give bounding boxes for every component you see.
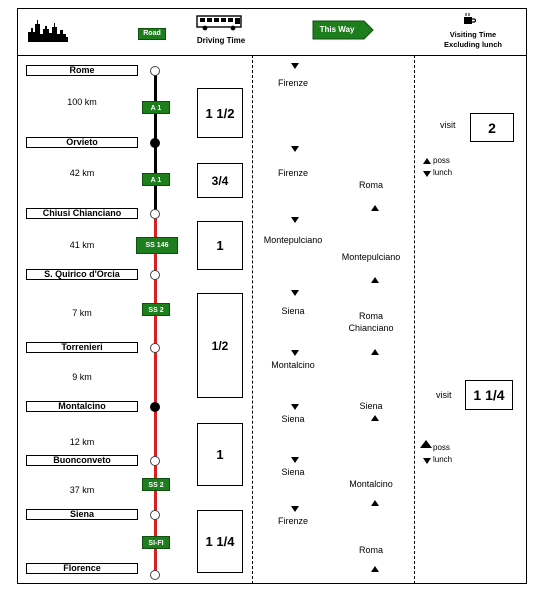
northbound-destination: Montalcino <box>349 479 393 489</box>
northbound-destination: Roma <box>358 180 383 190</box>
northbound-destination: Chianciano <box>348 323 394 333</box>
northbound-destination: Roma <box>358 311 383 321</box>
down-arrow-icon <box>291 290 299 296</box>
driving-time-header: Driving Time <box>196 36 246 45</box>
road-tag: SS 2 <box>142 478 170 491</box>
driving-time-box: 1 1/2 <box>197 88 243 138</box>
town-node-siena <box>150 510 160 520</box>
town-label: Rome <box>26 65 138 76</box>
town-node-florence <box>150 570 160 580</box>
road-tag: SS 146 <box>136 237 178 254</box>
column-divider-right <box>414 55 415 584</box>
distance-label: 37 km <box>69 485 95 495</box>
town-node-orvieto <box>150 138 160 148</box>
town-label: Torrenieri <box>26 342 138 353</box>
town-label: Buonconveto <box>26 455 138 466</box>
distance-label: 9 km <box>72 372 92 382</box>
down-arrow-icon <box>423 171 431 177</box>
northbound-destination: Montepulciano <box>341 252 401 262</box>
distance-label: 100 km <box>67 97 97 107</box>
down-arrow-icon <box>291 404 299 410</box>
road-tag: SS 2 <box>142 303 170 316</box>
visiting-time-header: Visiting Time <box>449 30 497 39</box>
town-label: Florence <box>26 563 138 574</box>
bus-icon <box>196 15 242 31</box>
southbound-destination: Firenze <box>277 168 308 178</box>
southbound-destination: Siena <box>281 306 305 316</box>
road-tag: A 1 <box>142 173 170 186</box>
southbound-destination: Montepulciano <box>263 235 323 245</box>
this-way-label: This Way <box>319 25 355 34</box>
southbound-destination: Firenze <box>277 78 308 88</box>
town-node-rome <box>150 66 160 76</box>
down-arrow-icon <box>423 458 431 464</box>
southbound-destination: Firenze <box>277 516 308 526</box>
distance-label: 7 km <box>72 308 92 318</box>
up-arrow-icon <box>420 440 432 448</box>
lunch-note-lunch: lunch <box>433 168 453 177</box>
city-skyline-icon <box>28 20 68 42</box>
town-node-chiusi <box>150 209 160 219</box>
town-label: Orvieto <box>26 137 138 148</box>
town-node-buonconvento <box>150 456 160 466</box>
driving-time-box: 1 <box>197 423 243 486</box>
down-arrow-icon <box>291 457 299 463</box>
lunch-note-poss: poss <box>433 156 450 165</box>
lunch-note-poss: poss <box>433 443 450 452</box>
town-label: Chiusi Chianciano <box>26 208 138 219</box>
down-arrow-icon <box>291 350 299 356</box>
visit-time-box: 2 <box>470 113 514 142</box>
up-arrow-icon <box>371 566 379 572</box>
road-tag: A 1 <box>142 101 170 114</box>
column-divider-left <box>252 55 253 584</box>
visit-label: visit <box>436 390 452 400</box>
road-header-tag: Road <box>138 28 166 40</box>
visit-label: visit <box>440 120 456 130</box>
down-arrow-icon <box>291 146 299 152</box>
up-arrow-icon <box>423 158 431 164</box>
northbound-destination: Roma <box>358 545 383 555</box>
distance-label: 41 km <box>69 240 95 250</box>
town-node-san-quirico <box>150 270 160 280</box>
visit-time-box: 1 1/4 <box>465 380 513 410</box>
driving-time-box: 1 <box>197 221 243 270</box>
up-arrow-icon <box>371 277 379 283</box>
down-arrow-icon <box>291 506 299 512</box>
up-arrow-icon <box>371 349 379 355</box>
distance-label: 12 km <box>69 437 95 447</box>
excluding-lunch-header: Excluding lunch <box>444 40 502 49</box>
northbound-destination: Siena <box>359 401 383 411</box>
southbound-destination: Siena <box>281 467 305 477</box>
lunch-note-lunch: lunch <box>433 455 453 464</box>
driving-time-box: 1/2 <box>197 293 243 398</box>
road-tag: SI-FI <box>142 536 170 549</box>
up-arrow-icon <box>371 500 379 506</box>
header-divider <box>17 55 527 56</box>
southbound-destination: Siena <box>281 414 305 424</box>
southbound-destination: Montalcino <box>271 360 315 370</box>
town-label: Montalcino <box>26 401 138 412</box>
driving-time-box: 3/4 <box>197 163 243 198</box>
down-arrow-icon <box>291 217 299 223</box>
up-arrow-icon <box>371 415 379 421</box>
town-node-montalcino <box>150 402 160 412</box>
down-arrow-icon <box>291 63 299 69</box>
this-way-arrow <box>312 20 374 40</box>
town-label: S. Quirico d'Orcia <box>26 269 138 280</box>
town-node-torrenieri <box>150 343 160 353</box>
up-arrow-icon <box>371 205 379 211</box>
driving-time-box: 1 1/4 <box>197 510 243 573</box>
diagram-frame <box>17 8 527 584</box>
town-label: Siena <box>26 509 138 520</box>
distance-label: 42 km <box>69 168 95 178</box>
road-segment-chiusi-florence <box>154 214 157 575</box>
coffee-cup-icon <box>464 13 477 24</box>
